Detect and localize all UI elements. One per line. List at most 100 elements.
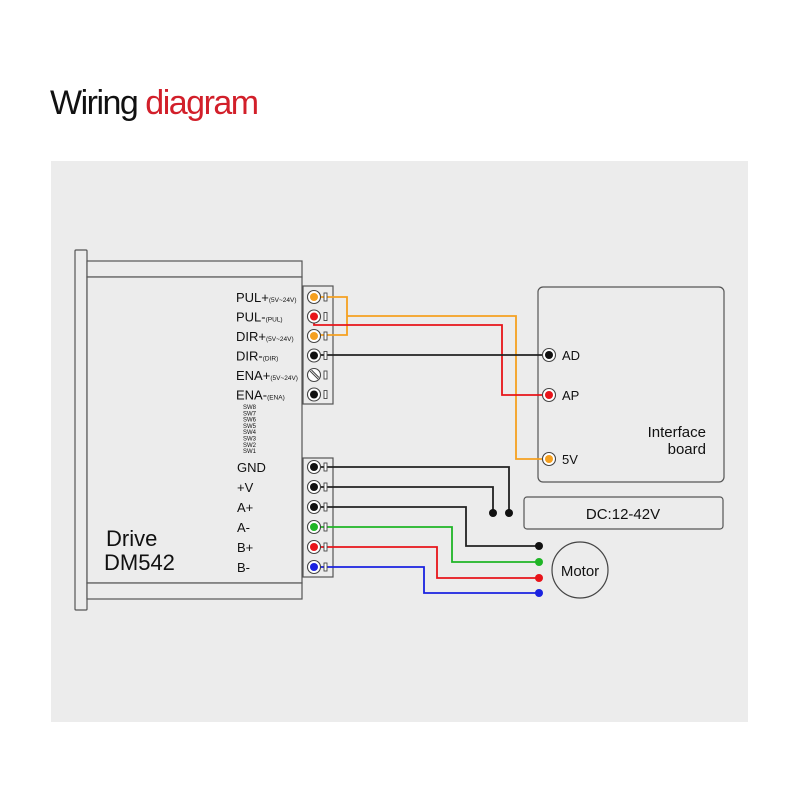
pin-label-ad: AD (562, 348, 580, 363)
motor-label: Motor (561, 563, 599, 580)
terminal-slot-icon (323, 542, 328, 552)
drive-unit: Drive DM542 (74, 249, 303, 611)
terminal-label-a-plus: A+ (237, 500, 253, 515)
terminal-dot-icon (310, 483, 318, 491)
terminal-range: (5V~24V) (266, 336, 294, 343)
interface-board-label-line1: Interface (648, 424, 706, 441)
terminal-label-a-minus: A- (237, 520, 250, 535)
terminal-label-pul-plus: PUL+(5V~24V) (236, 290, 297, 305)
terminal-ena-minus (306, 387, 328, 402)
pin-label-ap: AP (562, 388, 579, 403)
power-terminal-block (302, 457, 334, 578)
drive-model: DM542 (104, 550, 175, 575)
terminal-dot-icon (310, 293, 318, 301)
terminal-label-b-minus: B- (237, 560, 250, 575)
dip-switch-sw7: SW7 (243, 411, 257, 417)
terminal-range: (DIR) (263, 356, 279, 363)
title-main: Wiring (50, 84, 139, 122)
signal-terminal-block (302, 285, 334, 405)
screw-slot-icon (309, 370, 319, 380)
signal-terminals (306, 289, 328, 402)
wire-a-plus-to-motor (314, 506, 539, 547)
terminal-name: PUL+ (236, 290, 269, 305)
terminal-name: ENA+ (236, 368, 270, 383)
dip-switch-sw8: SW8 (243, 405, 257, 411)
pin-ap (541, 387, 557, 403)
terminal-dot-icon (310, 523, 318, 531)
terminal-dot-icon (310, 390, 318, 399)
power-terminals (306, 459, 328, 575)
motor-circle (551, 541, 609, 599)
terminal-dot-icon (310, 563, 318, 571)
power-supply-label: DC:12-42V (586, 506, 660, 523)
interface-board-label-line2: board (668, 441, 706, 458)
terminal-name: PUL- (236, 310, 266, 325)
terminal-label-ena-plus: ENA+(5V~24V) (236, 368, 298, 383)
terminal-slot-icon (323, 562, 328, 572)
terminal-slot-icon (323, 331, 328, 341)
terminal-label-plusv: +V (237, 480, 254, 495)
motor-a-minus-dot (535, 558, 543, 566)
power-supply: DC:12-42V (523, 496, 724, 530)
power-supply-box (523, 496, 724, 530)
wire-a-minus-to-motor (314, 526, 539, 563)
wires (313, 296, 548, 594)
terminal-slot-icon (323, 370, 328, 380)
terminal-plusv (306, 479, 328, 495)
dip-switch-sw5: SW5 (243, 424, 257, 430)
interface-board-outline (537, 286, 725, 483)
screw-slot-icon (311, 369, 320, 378)
page-title: Wiring diagram (50, 84, 259, 123)
terminal-label-pul-minus: PUL-(PUL) (236, 310, 283, 325)
dip-switch-sw2: SW2 (243, 443, 257, 449)
terminal-dot-icon (310, 332, 318, 340)
terminal-a-plus (306, 499, 328, 515)
wire-b-plus-to-motor (314, 546, 539, 579)
terminal-slot-icon (323, 482, 328, 492)
terminal-label-gnd: GND (237, 460, 266, 475)
terminal-label-dir-plus: DIR+(5V~24V) (236, 329, 294, 344)
terminal-range: (5V~24V) (270, 375, 298, 382)
title-accent: diagram (145, 84, 259, 122)
terminal-a-minus (306, 519, 328, 535)
motor-b-plus-dot (535, 574, 543, 582)
supply-v-plus-dot (489, 509, 497, 517)
terminal-dot-icon (545, 455, 553, 463)
terminal-range: (PUL) (266, 317, 283, 324)
terminal-dot-icon (310, 543, 318, 551)
terminal-dot-icon (545, 351, 553, 359)
wire-v-plus-to-supply (314, 486, 494, 513)
terminal-name: DIR- (236, 349, 263, 364)
dip-switch-sw4: SW4 (243, 430, 257, 436)
motor: Motor (551, 541, 609, 599)
terminal-dot-icon (545, 391, 553, 399)
terminal-dir-plus (306, 328, 328, 344)
signal-terminal-labels: PUL+(5V~24V)PUL-(PUL)DIR+(5V~24V)DIR-(DI… (236, 290, 298, 403)
terminal-dir-minus (306, 348, 328, 363)
drive-bottom-rail (86, 582, 303, 600)
supply-gnd-dot (505, 509, 513, 517)
terminal-gnd (306, 459, 328, 475)
wire-orange-to-5v (347, 315, 548, 460)
terminal-pul-plus (306, 289, 328, 305)
terminal-b-minus (306, 559, 328, 575)
terminal-label-b-plus: B+ (237, 540, 253, 555)
terminal-range: (5V~24V) (269, 297, 297, 304)
power-terminal-labels: GND +V A+ A- B+ B- (237, 460, 266, 575)
terminal-slot-icon (323, 390, 328, 399)
terminal-pul-minus (306, 309, 328, 324)
terminal-slot-icon (323, 502, 328, 512)
terminal-label-dir-minus: DIR-(DIR) (236, 349, 278, 364)
dip-switch-sw6: SW6 (243, 418, 257, 424)
terminal-label-ena-minus: ENA-(ENA) (236, 388, 285, 403)
interface-board: Interface board (537, 286, 725, 483)
terminal-slot-icon (323, 351, 328, 360)
terminal-name: ENA- (236, 388, 267, 403)
dip-switch-sw3: SW3 (243, 437, 257, 443)
drive-name: Drive (106, 526, 157, 551)
terminal-name: DIR+ (236, 329, 266, 344)
drive-mounting-flange (74, 249, 88, 611)
